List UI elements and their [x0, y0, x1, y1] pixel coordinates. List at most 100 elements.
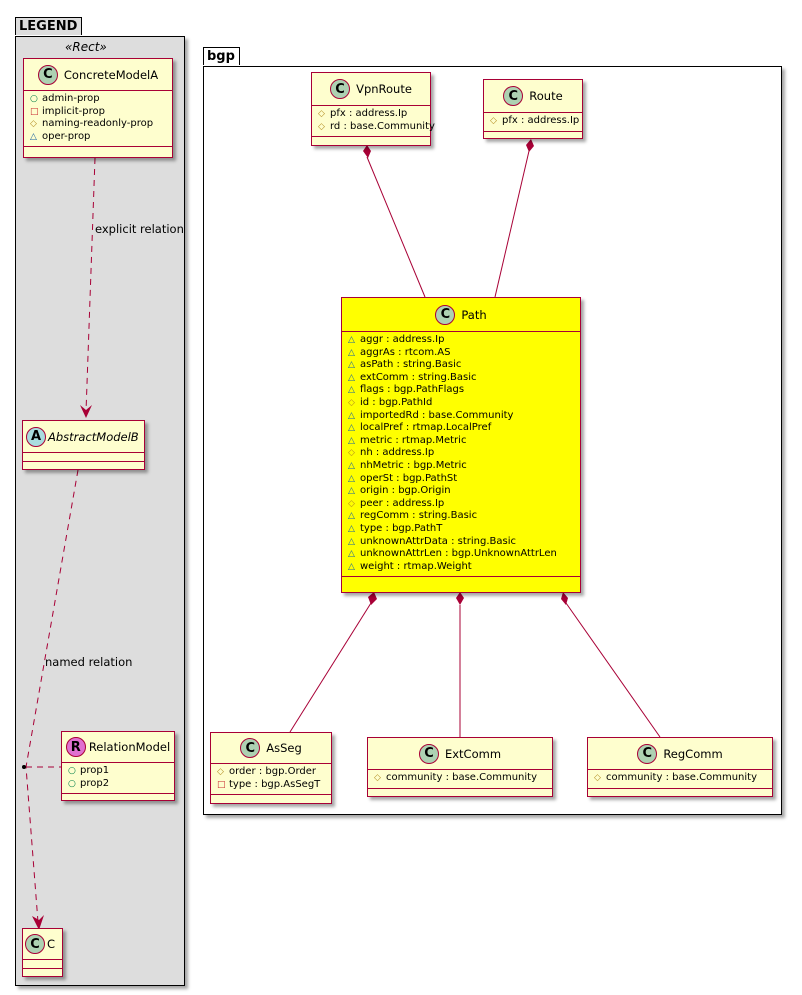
protected-visibility-icon: ◇	[318, 121, 325, 132]
attribute-row: △origin : bgp.Origin	[348, 485, 574, 498]
route-path-edge	[494, 150, 530, 298]
attribute-text: localPref : rtmap.LocalPref	[360, 422, 492, 434]
class-route[interactable]: C Route ◇pfx : address.Ip	[483, 79, 583, 139]
named-relation-edge	[25, 469, 79, 923]
protected-visibility-icon: ◇	[348, 397, 355, 408]
explicit-relation-edge	[85, 157, 96, 413]
abstract-badge-icon: A	[26, 426, 46, 447]
attribute-row: ◇ id : bgp.PathId	[348, 397, 574, 410]
attribute-text: unknownAttrLen : bgp.UnknownAttrLen	[360, 548, 557, 560]
attribute-text: admin-prop	[42, 93, 100, 104]
attribute-row: △extComm : string.Basic	[348, 372, 574, 385]
attribute-row: △unknownAttrLen : bgp.UnknownAttrLen	[348, 548, 574, 561]
path-regcomm-edge	[565, 602, 661, 738]
class-c[interactable]: C C	[22, 928, 63, 977]
class-abstract-model-b[interactable]: A AbstractModelB	[22, 420, 145, 470]
attribute-text: community : base.Community	[386, 772, 538, 783]
class-badge-icon: C	[330, 79, 351, 99]
package-visibility-icon: △	[348, 435, 355, 446]
attribute-text: aggr : address.Ip	[360, 334, 445, 345]
attribute-row: ○ admin-prop	[30, 93, 166, 106]
attribute-text: rd : base.Community	[330, 120, 435, 132]
asseg-composition-diamond	[368, 592, 377, 605]
class-badge-icon: C	[435, 304, 456, 325]
attribute-text: regComm : string.Basic	[360, 510, 478, 522]
attribute-text: pfx : address.Ip	[502, 115, 580, 126]
public-visibility-icon: ○	[30, 94, 38, 104]
legend-package-tab: LEGEND	[15, 17, 83, 35]
attribute-text: id : bgp.PathId	[360, 396, 433, 408]
protected-visibility-icon: ◇	[348, 448, 355, 459]
attribute-row: △flags : bgp.PathFlags	[348, 384, 574, 397]
attribute-text: metric : rtmap.Metric	[360, 434, 467, 446]
attribute-text: operSt : bgp.PathSt	[360, 472, 458, 484]
class-badge-icon: C	[240, 738, 261, 758]
attribute-text: prop1	[80, 765, 110, 776]
attribute-row: ◇pfx : address.Ip	[318, 108, 424, 121]
route-composition-diamond	[526, 139, 534, 152]
package-visibility-icon: △	[348, 335, 355, 345]
named-relation-arrowhead	[32, 915, 44, 930]
package-visibility-icon: △	[348, 360, 355, 371]
package-visibility-icon: △	[30, 131, 37, 142]
class-name: ExtComm	[444, 746, 502, 761]
protected-visibility-icon: ◇	[594, 773, 601, 783]
attribute-row: △oper-prop	[30, 131, 166, 144]
path-asseg-edge	[289, 602, 372, 733]
attribute-row: ◇ community : base.Community	[594, 772, 766, 785]
legend-package	[15, 36, 185, 986]
attribute-text: aggrAs : rtcom.AS	[360, 346, 451, 358]
class-path[interactable]: C Path △ aggr : address.Ip △ aggrAs : rtcom…	[341, 297, 581, 593]
class-badge-icon: C	[503, 86, 524, 106]
package-visibility-icon: △	[348, 423, 355, 434]
class-name: AsSeg	[266, 741, 302, 755]
class-regcomm[interactable]: C RegComm ◇community : base.Community	[587, 737, 773, 797]
named-relation-label: named relation	[45, 655, 133, 669]
attribute-row: △asPath : string.Basic	[348, 359, 574, 372]
extcomm-composition-diamond	[456, 592, 464, 605]
attribute-row: △weight : rtmap.Weight	[348, 561, 574, 574]
relation-badge-icon: R	[65, 737, 86, 757]
attribute-row: △ aggrAs : rtcom.AS	[348, 347, 574, 360]
path-attributes: △ aggr : address.Ip △ aggrAs : rtcom.AS△asP…	[342, 332, 580, 578]
class-concrete-model-a[interactable]: C ConcreteModelA ○admin-prop □implicit-p…	[23, 58, 173, 158]
attribute-text: type : bgp.PathT	[360, 522, 443, 534]
attribute-text: naming-readonly-prop	[42, 118, 154, 130]
attribute-text: implicit-prop	[42, 105, 105, 117]
attribute-row: ◇community : base.Community	[374, 772, 546, 785]
class-badge-icon: C	[418, 743, 439, 764]
package-visibility-icon: △	[348, 523, 355, 534]
attribute-row: ◇ pfx : address.Ip	[490, 115, 580, 128]
class-name: C	[47, 937, 56, 951]
class-name: RelationModel	[88, 740, 171, 754]
package-visibility-icon: △	[348, 536, 355, 547]
attribute-row: △operSt : bgp.PathSt	[348, 473, 574, 486]
package-visibility-icon: △	[348, 460, 355, 471]
attribute-row: ◇ nh : address.Ip	[348, 447, 574, 460]
attribute-row: □implicit-prop	[30, 106, 166, 119]
package-visibility-icon: △	[348, 385, 355, 396]
package-visibility-icon: △	[348, 347, 355, 358]
public-visibility-icon: ○	[68, 766, 76, 776]
attribute-text: prop2	[80, 777, 110, 789]
attribute-row: △ localPref : rtmap.LocalPref	[348, 422, 574, 435]
class-relation-model[interactable]: R RelationModel ○ prop1 ○ prop2	[61, 731, 175, 801]
attribute-row: △importedRd : base.Community	[348, 410, 574, 423]
class-name: Path	[461, 307, 487, 322]
class-vpnroute[interactable]: C VpnRoute ◇pfx : address.Ip ◇ rd : base.…	[311, 72, 435, 146]
protected-visibility-icon: ◇	[30, 119, 37, 130]
attribute-row: □type : bgp.AsSegT	[217, 779, 325, 792]
protected-visibility-icon: ◇	[217, 767, 224, 777]
class-asseg[interactable]: C AsSeg ◇order : bgp.Order □type : bgp.A…	[210, 732, 332, 804]
attribute-text: nhMetric : bgp.Metric	[360, 459, 467, 471]
attribute-text: nh : address.Ip	[360, 447, 435, 459]
attribute-row: ○ prop2	[68, 778, 168, 791]
public-visibility-icon: ○	[68, 778, 76, 789]
package-visibility-icon: △	[348, 486, 355, 497]
class-name: VpnRoute	[356, 82, 412, 96]
protected-visibility-icon: ◇	[490, 116, 497, 126]
regcomm-composition-diamond	[561, 592, 568, 605]
attribute-row: △ aggr : address.Ip	[348, 334, 574, 347]
attribute-text: community : base.Community	[606, 772, 758, 783]
class-extcomm[interactable]: C ExtComm ◇community : base.Community	[367, 737, 553, 797]
